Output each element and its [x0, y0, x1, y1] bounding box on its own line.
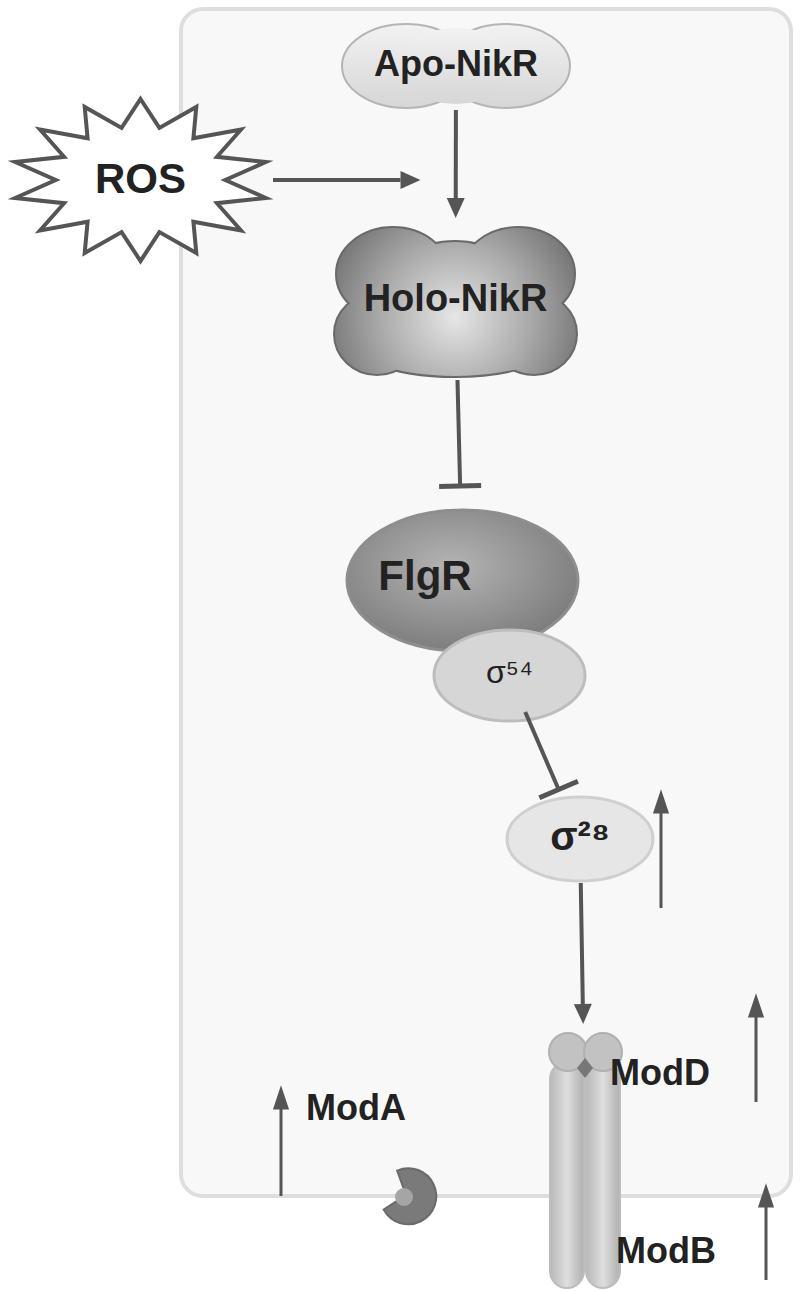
inhibition-connector [525, 712, 578, 798]
node-label: Apo-NikR [340, 43, 572, 84]
node-label: σ⁵⁴ [432, 654, 587, 691]
inhibition-connector [439, 380, 481, 487]
arrow-connector [273, 171, 421, 189]
node-label: σ²⁸ [505, 813, 655, 859]
node-label: ModB [616, 1230, 756, 1271]
node-label: ROS [8, 155, 273, 203]
stimulus-burst: ROS [8, 95, 273, 265]
arrow-connector [447, 110, 465, 218]
protein-complex: Holo-NikR [333, 222, 578, 380]
regulator-protein: FlgR [345, 508, 580, 653]
cell-outline [181, 9, 791, 1196]
sigma-factor: σ⁵⁴ [432, 628, 587, 723]
node-label: Holo-NikR [333, 277, 578, 321]
level-arrows [275, 528, 772, 1280]
sigma-factor: σ²⁸ [505, 795, 655, 883]
node-label: ModA [306, 1087, 436, 1128]
node-label: ModD [610, 1052, 750, 1093]
node-label: FlgR [355, 552, 495, 600]
protein-dimer: Apo-NikR [340, 22, 572, 110]
arrow-connector [574, 883, 592, 1024]
transporter-complex: ModDModB [528, 1030, 643, 1291]
binding-protein: ModA [300, 1085, 440, 1230]
